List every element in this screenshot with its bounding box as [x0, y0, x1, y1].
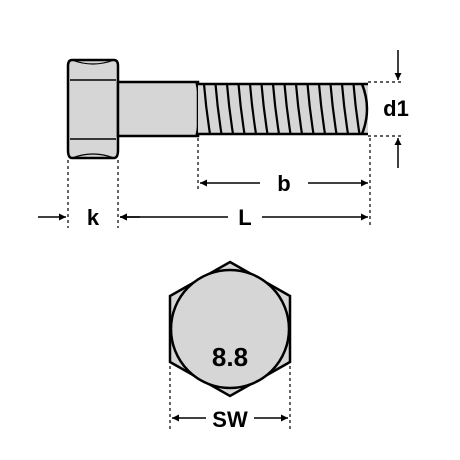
bolt-head-top-view: 8.8: [168, 260, 292, 398]
thread-line: [329, 83, 338, 135]
k-label: k: [87, 205, 100, 230]
thread-line: [260, 83, 269, 135]
bolt-thread: [198, 82, 369, 136]
sw-label: SW: [212, 407, 248, 432]
thread-line: [248, 83, 258, 135]
thread-line: [352, 83, 361, 135]
thread-line: [225, 83, 235, 135]
thread-line: [317, 83, 327, 135]
l-label: L: [238, 205, 251, 230]
thread-line: [283, 83, 292, 135]
dimension-l: L: [120, 205, 368, 230]
thread-line: [202, 83, 212, 135]
extension-lines: [67, 81, 402, 228]
d1-label: d1: [383, 96, 409, 121]
bolt-side-view: [66, 58, 369, 160]
thread-line: [306, 83, 315, 135]
bolt-shank: [116, 80, 200, 138]
thread-line: [340, 83, 350, 135]
sw-extension-lines: [169, 366, 291, 432]
thread-line: [294, 83, 304, 135]
bolt-head: [66, 58, 120, 160]
dimension-k: k: [38, 205, 140, 230]
thread-line: [237, 83, 246, 135]
b-label: b: [277, 171, 290, 196]
dimension-sw: SW: [172, 407, 288, 432]
thread-line: [214, 83, 223, 135]
dimension-b: b: [200, 171, 368, 196]
thread-line: [271, 83, 281, 135]
dimension-d1: d1: [383, 50, 409, 168]
strength-class-label: 8.8: [212, 342, 248, 372]
